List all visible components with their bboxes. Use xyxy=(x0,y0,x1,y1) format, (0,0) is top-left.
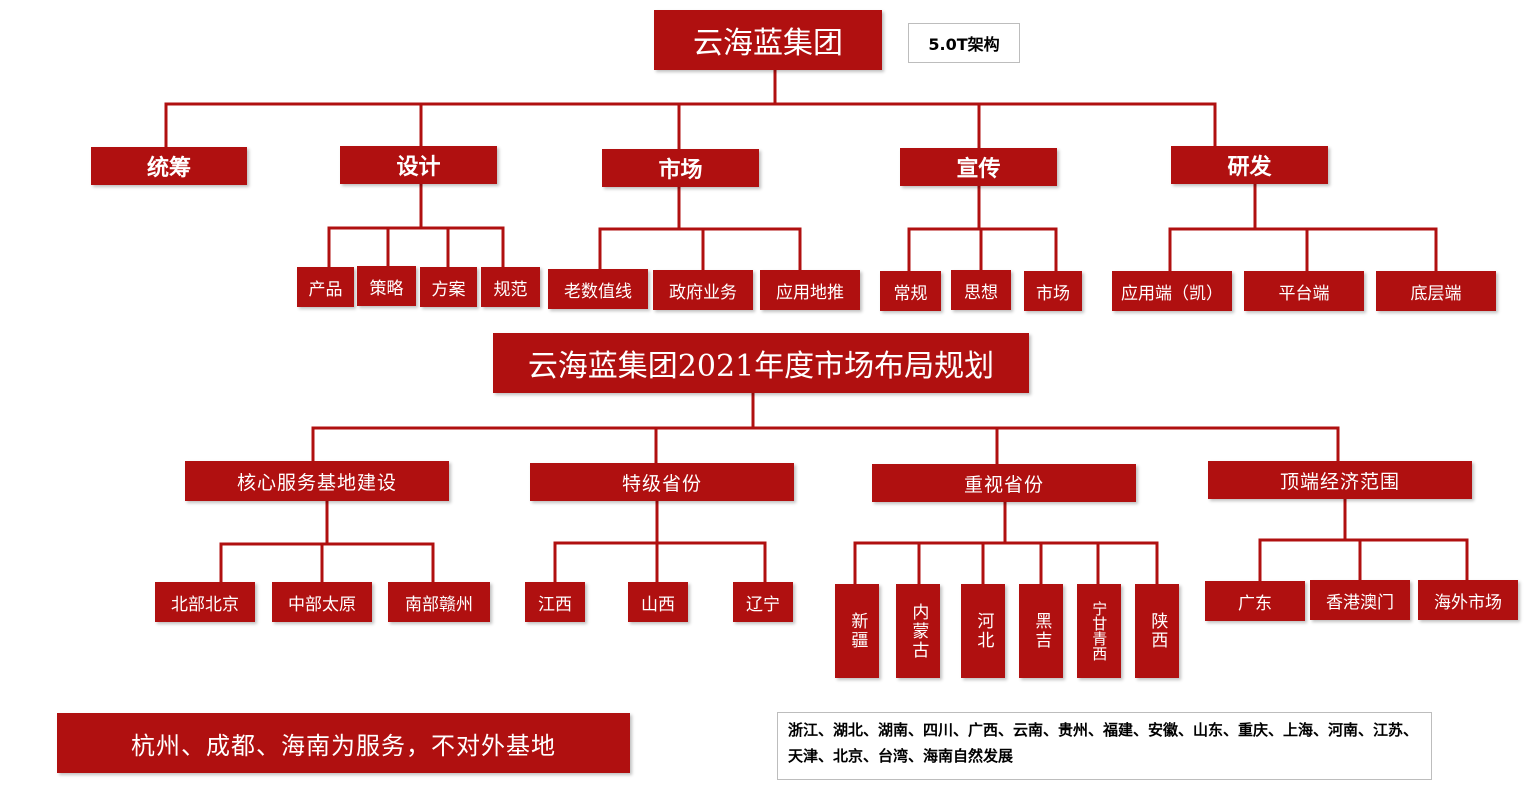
sub-zhengfuyewu: 政府业务 xyxy=(653,270,753,310)
province-hebei: 河北 xyxy=(961,584,1005,678)
sub-shichang2: 市场 xyxy=(1024,271,1082,311)
other-provinces-note: 浙江、湖北、湖南、四川、广西、云南、贵州、福建、安徽、山东、重庆、上海、河南、江… xyxy=(777,712,1432,780)
service-base-note: 杭州、成都、海南为服务，不对外基地 xyxy=(57,713,630,773)
dept-sheji: 设计 xyxy=(340,146,497,184)
region-nanbu-ganzhou: 南部赣州 xyxy=(388,582,490,622)
province-shaanxi: 陕西 xyxy=(1135,584,1179,678)
sub-guifan: 规范 xyxy=(481,267,540,307)
dept-shichang: 市场 xyxy=(602,149,759,187)
group-dingduan: 顶端经济范围 xyxy=(1208,461,1472,499)
sub-celve: 策略 xyxy=(357,266,416,306)
region-beibu-beijing: 北部北京 xyxy=(155,582,255,622)
province-xinjiang: 新疆 xyxy=(835,584,879,678)
sub-pingtaiduan: 平台端 xyxy=(1244,271,1364,311)
province-ninggan-qingxi: 宁甘青西 xyxy=(1077,584,1121,678)
plan-title: 云海蓝集团2021年度市场布局规划 xyxy=(493,333,1029,393)
province-heiji: 黑吉 xyxy=(1019,584,1063,678)
dept-yanfa: 研发 xyxy=(1171,146,1328,184)
sub-changgui: 常规 xyxy=(880,271,941,311)
sub-yingyongditui: 应用地推 xyxy=(760,270,860,310)
province-shanxi: 山西 xyxy=(628,582,688,622)
version-label: 5.0T架构 xyxy=(908,23,1020,63)
region-zhongbu-taiyuan: 中部太原 xyxy=(272,582,372,622)
group-hexin: 核心服务基地建设 xyxy=(185,461,449,501)
province-jiangxi: 江西 xyxy=(525,582,585,622)
group-zhongshi: 重视省份 xyxy=(872,464,1136,502)
sub-yingyongduan: 应用端（凯） xyxy=(1112,271,1232,311)
sub-laoshuzhixian: 老数值线 xyxy=(548,269,648,309)
dept-xuanchuan: 宣传 xyxy=(900,148,1057,186)
sub-sixiang: 思想 xyxy=(951,270,1011,310)
org-title: 云海蓝集团 xyxy=(654,10,882,70)
province-liaoning: 辽宁 xyxy=(733,582,793,622)
sub-chanpin: 产品 xyxy=(297,267,354,307)
region-gang-ao: 香港澳门 xyxy=(1310,580,1410,620)
sub-dicengduan: 底层端 xyxy=(1376,271,1496,311)
dept-tongchou: 统筹 xyxy=(91,147,247,185)
region-haiwai: 海外市场 xyxy=(1418,580,1518,620)
region-guangdong: 广东 xyxy=(1205,581,1305,621)
province-neimenggu: 内蒙古 xyxy=(896,584,940,678)
group-teji: 特级省份 xyxy=(530,463,794,501)
sub-fangan: 方案 xyxy=(420,267,477,307)
